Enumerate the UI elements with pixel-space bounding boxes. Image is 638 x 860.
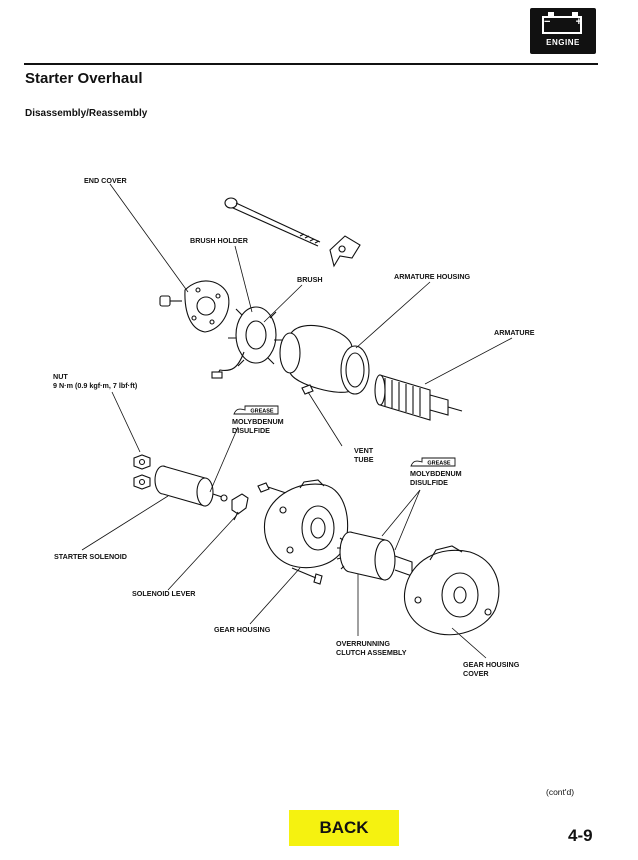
leader-lines	[81, 183, 513, 659]
gear-housing-cover	[403, 545, 500, 636]
continued-note: (cont'd)	[546, 787, 575, 797]
label-starter-solenoid: STARTER SOLENOID	[54, 552, 127, 561]
armature-housing	[279, 325, 370, 395]
battery-icon	[542, 16, 582, 34]
armature	[374, 374, 463, 421]
label-moly-2b: DISULFIDE	[410, 478, 448, 487]
label-gear-housing: GEAR HOUSING	[214, 625, 271, 634]
label-vent-b: TUBE	[354, 455, 374, 464]
mounting-bracket	[329, 235, 361, 268]
label-moly-1a: MOLYBDENUM	[232, 417, 284, 426]
label-brush: BRUSH	[297, 275, 323, 284]
page-title: Starter Overhaul	[25, 70, 143, 87]
gear-housing	[263, 479, 349, 569]
label-moly-1b: DISULFIDE	[232, 426, 270, 435]
back-button[interactable]: BACK	[289, 810, 399, 846]
label-gh-cover-b: COVER	[463, 669, 489, 678]
brush-holder	[211, 306, 282, 379]
starter-solenoid	[154, 465, 228, 507]
label-end-cover: END COVER	[84, 176, 127, 185]
label-overrunning-b: CLUTCH ASSEMBLY	[336, 648, 407, 657]
solenoid-lever	[231, 493, 249, 521]
engine-section-badge: − + ENGINE	[530, 8, 596, 54]
plus-sign: +	[575, 16, 582, 28]
label-armature-housing: ARMATURE HOUSING	[394, 272, 471, 281]
gear-housing-bolt-lower	[291, 567, 323, 585]
grease-tag-icon: GREASE	[410, 457, 456, 467]
end-cover	[159, 280, 230, 333]
page-number: 4-9	[568, 826, 593, 845]
label-gh-cover-a: GEAR HOUSING	[463, 660, 520, 669]
through-bolt	[224, 197, 321, 247]
page-subtitle: Disassembly/Reassembly	[25, 108, 148, 119]
overrunning-clutch	[336, 531, 413, 581]
grease-tag-text-2: GREASE	[427, 461, 451, 467]
label-nut: NUT	[53, 372, 68, 381]
header-rule	[24, 63, 598, 65]
label-brush-holder: BRUSH HOLDER	[190, 236, 248, 245]
label-solenoid-lever: SOLENOID LEVER	[132, 589, 196, 598]
badge-label: ENGINE	[546, 38, 580, 47]
label-vent-a: VENT	[354, 446, 374, 455]
starter-exploded-diagram	[81, 183, 513, 659]
label-moly-2a: MOLYBDENUM	[410, 469, 462, 478]
vent-tube	[301, 384, 314, 395]
label-armature: ARMATURE	[494, 328, 535, 337]
grease-tag-icon: GREASE	[233, 405, 279, 415]
minus-sign: −	[544, 16, 551, 28]
nuts	[133, 454, 151, 490]
grease-tag-text-1: GREASE	[250, 409, 274, 415]
label-overrunning-a: OVERRUNNING	[336, 639, 390, 648]
label-nut-torque: 9 N·m (0.9 kgf·m, 7 lbf·ft)	[53, 381, 138, 390]
